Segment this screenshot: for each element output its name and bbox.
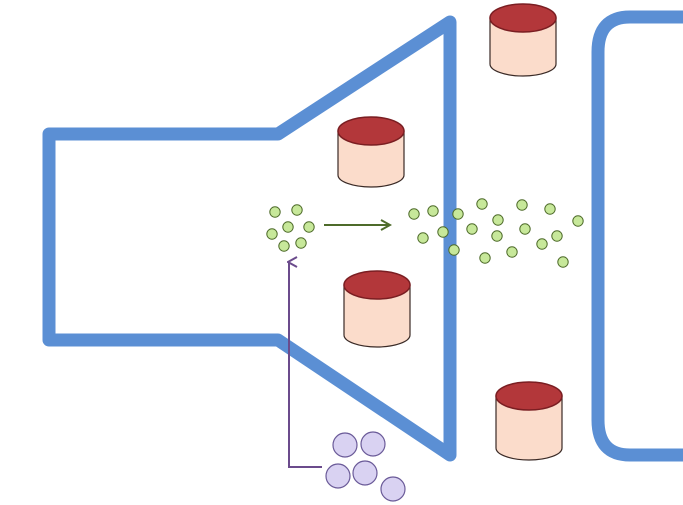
small-particle-icon — [303, 221, 315, 233]
cylinder-top — [489, 3, 557, 33]
cylinder-body — [343, 284, 411, 348]
large-particle-icon — [360, 431, 386, 457]
cylinder-icon — [343, 270, 411, 348]
small-particle-icon — [551, 230, 563, 242]
small-particle-icon — [269, 206, 281, 218]
small-particle-icon — [278, 240, 290, 252]
small-particle-icon — [519, 223, 531, 235]
small-particle-icon — [417, 232, 429, 244]
cylinder-icon — [489, 3, 557, 77]
cylinder-body — [489, 17, 557, 77]
cylinder-icon — [495, 381, 563, 461]
small-particle-icon — [492, 214, 504, 226]
cylinder-top — [337, 116, 405, 146]
small-particle-group — [266, 198, 584, 268]
large-particle-icon — [380, 476, 406, 502]
large-particle-icon — [332, 432, 358, 458]
chamber-bracket — [591, 10, 683, 462]
small-particle-icon — [266, 228, 278, 240]
cylinder-body — [337, 130, 405, 188]
funnel-outline — [42, 15, 457, 462]
small-particle-icon — [476, 198, 488, 210]
small-particle-icon — [572, 215, 584, 227]
small-particle-icon — [295, 237, 307, 249]
cylinder-top — [343, 270, 411, 300]
small-particle-icon — [408, 208, 420, 220]
cylinder-top — [495, 381, 563, 411]
small-particle-icon — [448, 244, 460, 256]
large-particle-group — [325, 431, 406, 502]
small-particle-icon — [557, 256, 569, 268]
small-particle-icon — [536, 238, 548, 250]
large-particle-icon — [352, 460, 378, 486]
large-particle-icon — [325, 463, 351, 489]
small-particle-icon — [427, 205, 439, 217]
small-particle-icon — [437, 226, 449, 238]
cylinder-icon — [337, 116, 405, 188]
small-particle-icon — [491, 230, 503, 242]
small-particle-icon — [452, 208, 464, 220]
small-particle-icon — [291, 204, 303, 216]
small-particle-icon — [506, 246, 518, 258]
small-particle-icon — [466, 223, 478, 235]
small-particle-icon — [282, 221, 294, 233]
small-particle-icon — [544, 203, 556, 215]
cylinder-group — [337, 3, 563, 461]
feed-arrow — [289, 262, 322, 468]
cylinder-body — [495, 395, 563, 461]
small-particle-icon — [479, 252, 491, 264]
small-particle-icon — [516, 199, 528, 211]
